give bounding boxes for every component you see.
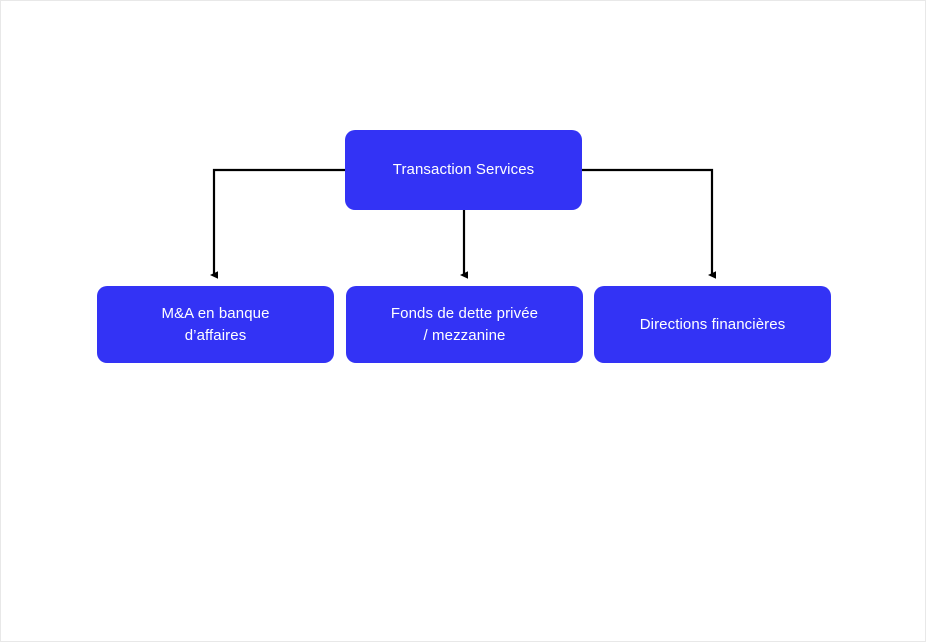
node-label: Directions financières — [639, 315, 786, 333]
node-label: M&A en banque d’affaires — [161, 304, 270, 344]
connector-root-to-child-2 — [582, 168, 717, 279]
node-label: Fonds de dette privée / mezzanine — [390, 304, 539, 344]
node-directions-financieres[interactable]: Directions financières — [594, 286, 831, 363]
node-fonds-de-dette-privee-mezzanine[interactable]: Fonds de dette privée / mezzanine — [346, 286, 583, 363]
connector-root-to-child-0 — [210, 168, 345, 279]
node-ma-en-banque-daffaires[interactable]: M&A en banque d’affaires — [97, 286, 334, 363]
node-transaction-services[interactable]: Transaction Services — [345, 130, 582, 210]
node-label: Transaction Services — [392, 161, 535, 179]
